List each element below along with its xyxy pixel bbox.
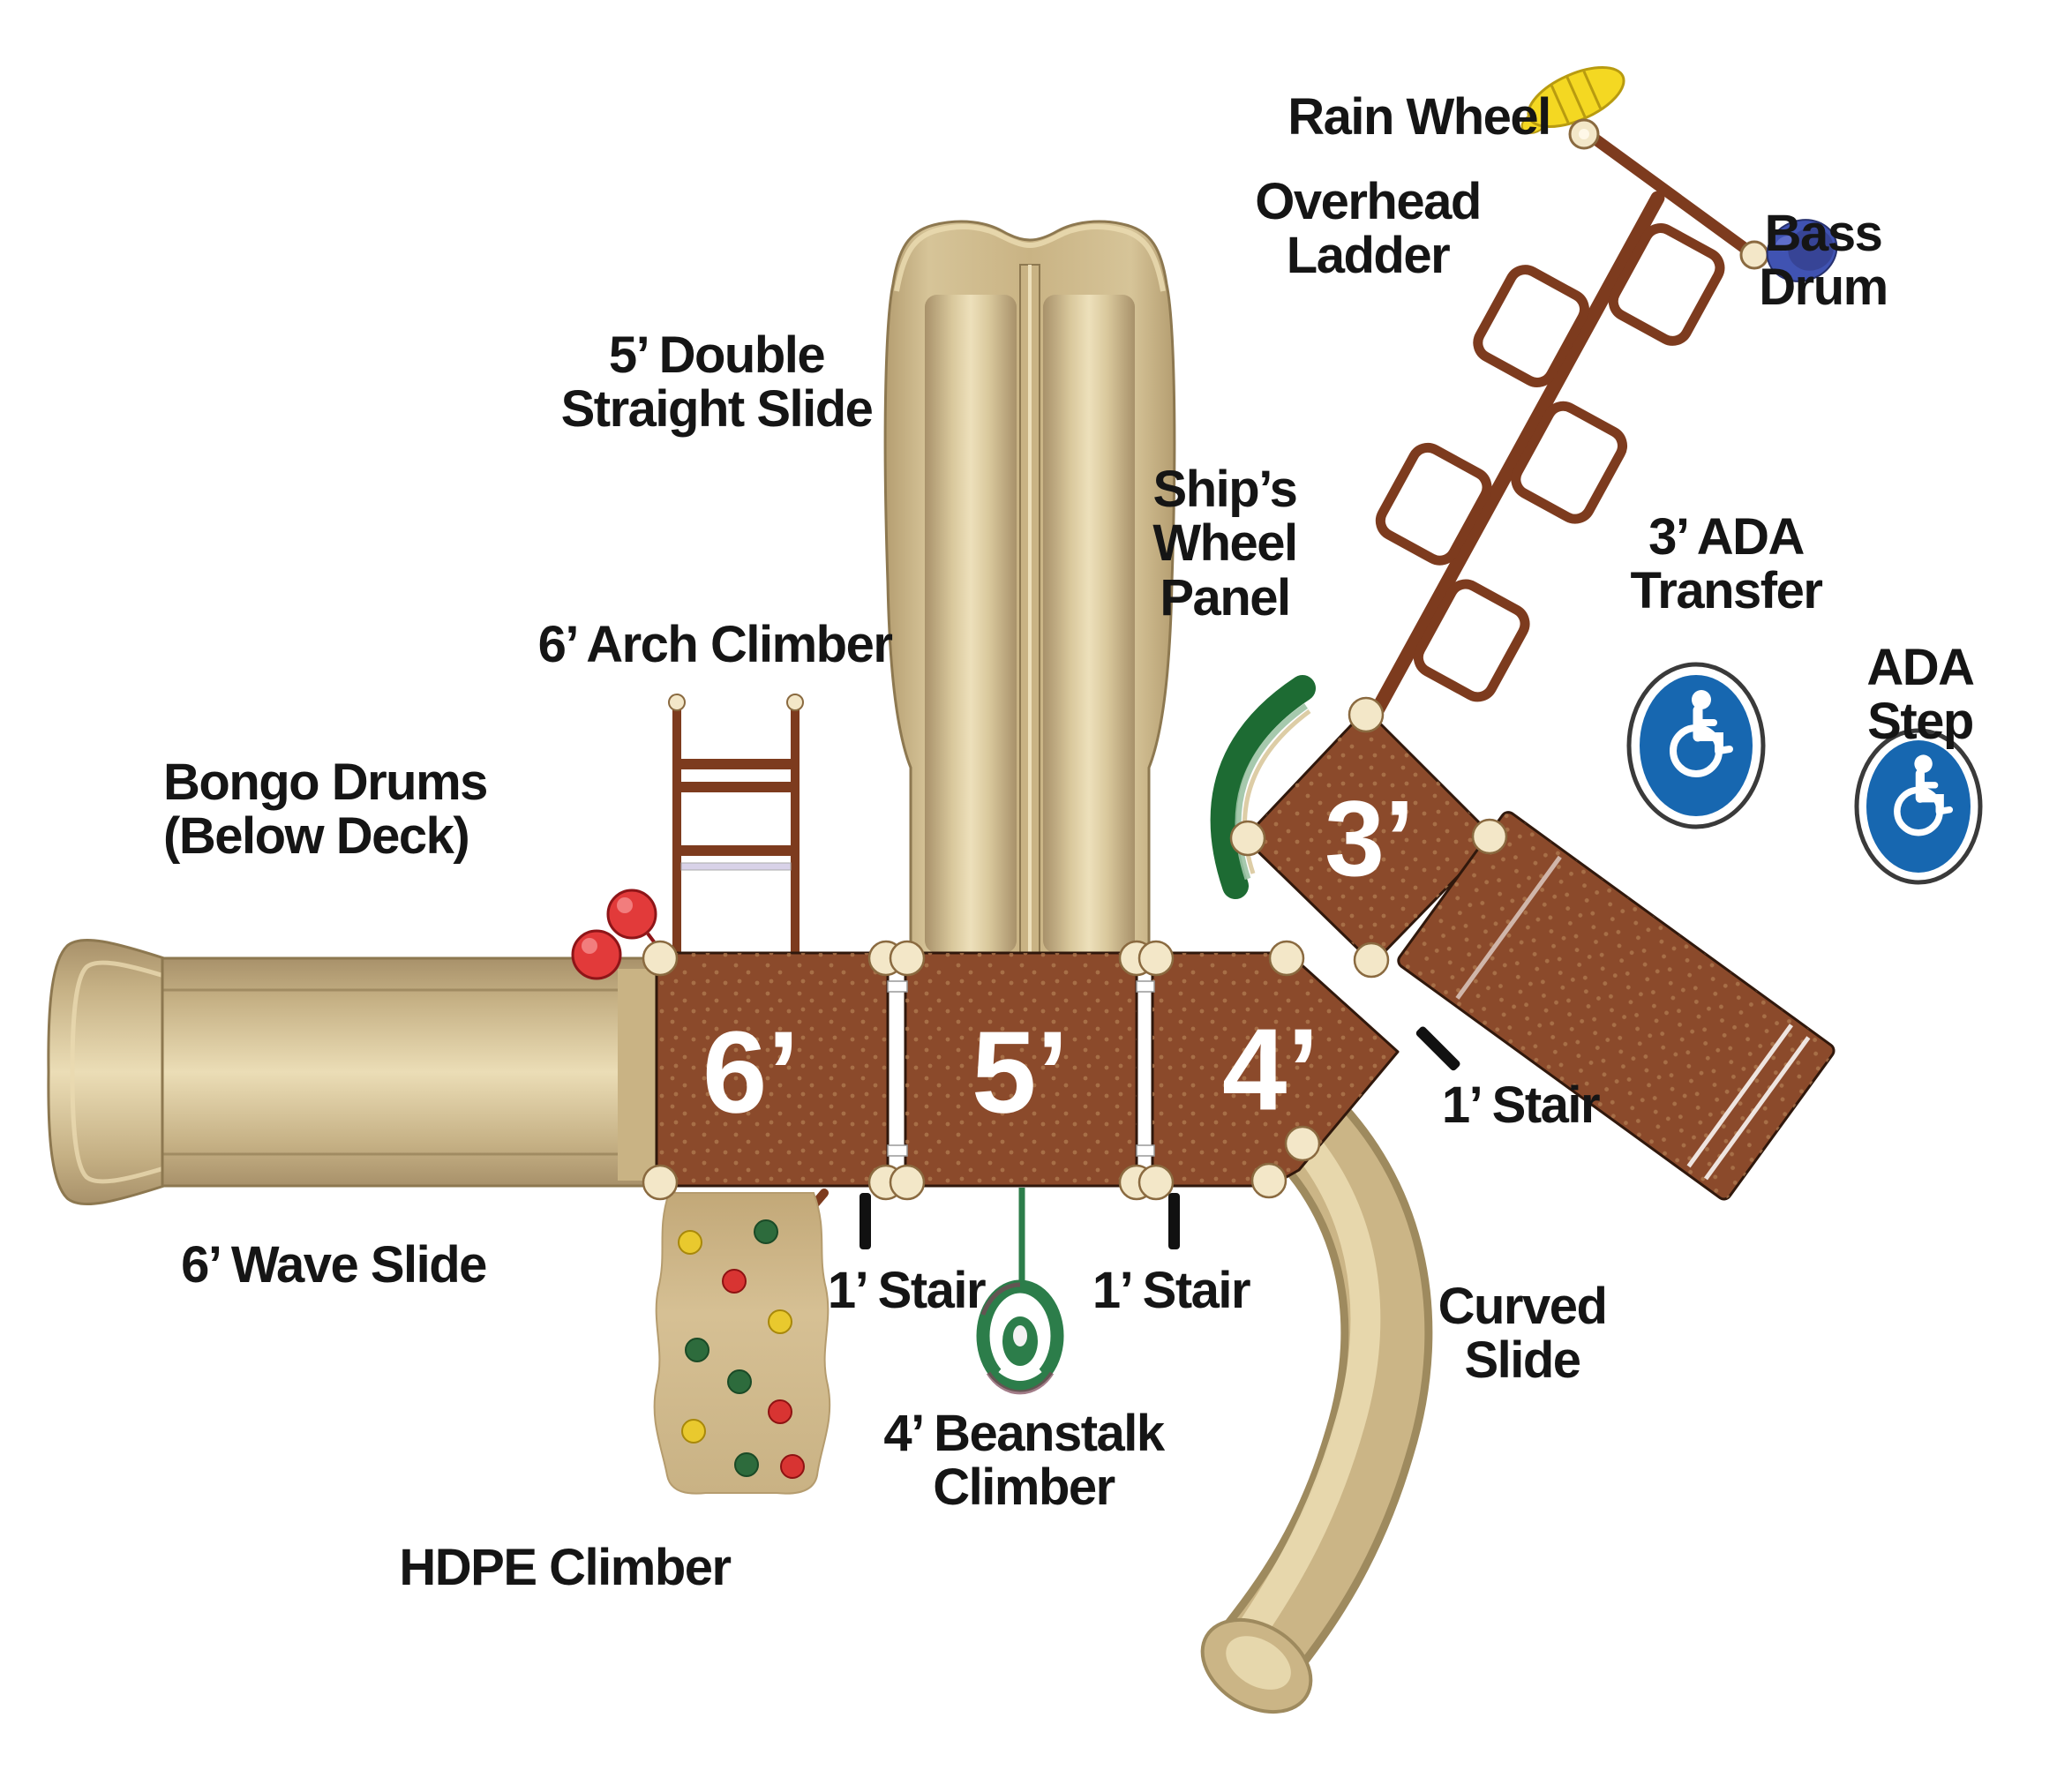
arch-climber-cap [786,694,804,711]
overhead-ladder-icon [1360,128,1758,735]
ada-transfer-platform [1394,807,1838,1204]
overhead-ladder-top-beam [1582,128,1758,259]
double-slide-top-rim [894,224,1166,292]
arch-climber-rung [681,759,791,769]
ladder-rung [1413,579,1530,702]
label-bongo-drums: Bongo Drums (Below Deck) [163,754,488,866]
label-ada-step: ADA Step [1866,639,1975,751]
wave-slide-flare-rim [70,960,165,1184]
arch-climber-light-rung [680,862,792,871]
climb-hold-red [768,1399,792,1424]
support-post [1353,941,1390,979]
label-stair-1: 1’ Stair [827,1262,987,1319]
wave-slide [47,938,664,1206]
ladder-rung [1511,401,1627,524]
support-post [1250,1162,1287,1199]
curved-slide-highlight [1240,1099,1381,1640]
support-post [889,940,926,977]
arch-climber-rung [681,782,791,792]
label-wave-slide: 6’ Wave Slide [181,1236,487,1294]
platform-step-line [1703,1036,1811,1181]
bass-drum-icon [1739,219,1838,282]
platform-step-line [1686,1024,1793,1168]
climb-hold-green [754,1219,778,1244]
deck3-step-lines [1349,967,1414,1032]
support-post [1284,1125,1321,1162]
support-post [1471,818,1508,855]
climb-hold-red [722,1269,747,1294]
wave-slide-trough [161,956,664,1188]
support-post [1268,940,1305,977]
label-beanstalk-climber: 4’ Beanstalk Climber [883,1405,1165,1517]
deck-5ft-height-label: 5’ [972,1008,1069,1137]
ada-step-badge [1854,728,1983,885]
stair-tick [1168,1193,1180,1249]
deck-6ft-height-label: 6’ [702,1008,800,1137]
support-posts [642,696,1508,1201]
label-curved-slide: Curved Slide [1438,1278,1608,1390]
label-ada-transfer: 3’ ADA Transfer [1630,508,1823,620]
label-arch-climber: 6’ Arch Climber [537,616,893,673]
climb-hold-yellow [681,1419,706,1444]
support-post [642,1164,679,1201]
double-slide-left-channel [925,295,1017,953]
double-straight-slide [883,220,1176,956]
curved-slide-exit [1200,1617,1313,1714]
stair-tick-diagonal [1415,1026,1460,1071]
ladder-rung [1608,223,1725,346]
label-stair-3: 1’ Stair [1441,1076,1601,1134]
support-post [1137,940,1175,977]
rain-wheel-icon [1520,66,1625,134]
ladder-rung [1473,265,1589,387]
climb-hold-yellow [768,1309,792,1334]
double-slide-divider-highlight [1028,265,1032,953]
arch-climber-rung [681,845,791,856]
deck-connectors [887,980,1155,1157]
ada-transfer-badge [1626,662,1766,829]
climb-hold-red [780,1454,805,1479]
label-double-straight-slide: 5’ Double Straight Slide [560,326,874,439]
platform-step-line [1455,855,1562,1000]
climb-hold-green [685,1338,709,1362]
climb-hold-yellow [678,1230,702,1255]
rain-wheel-hub [1568,118,1600,150]
support-post [889,1164,926,1201]
label-bass-drum: Bass Drum [1759,205,1888,317]
support-post [1137,1164,1175,1201]
arch-climber-rail [791,701,800,958]
arch-climber-rail [672,701,681,958]
support-post [642,940,679,977]
label-rain-wheel: Rain Wheel [1287,88,1551,146]
double-slide-right-channel [1043,295,1135,953]
arch-climber-icon [668,694,804,958]
support-post [1229,820,1266,857]
hdpe-climber-icon [653,1189,831,1495]
label-hdpe-climber: HDPE Climber [399,1539,732,1596]
stair-tick [860,1193,871,1249]
label-overhead-ladder: Overhead Ladder [1255,173,1482,285]
curved-slide [1200,1061,1433,1714]
ladder-rung [1375,442,1492,566]
label-ships-wheel-panel: Ship’s Wheel Panel [1152,461,1298,626]
deck-4ft-height-label: 4’ [1222,1005,1319,1135]
label-stair-2: 1’ Stair [1092,1262,1251,1319]
wheelchair-icon [1894,754,1954,836]
climb-hold-green [734,1452,759,1477]
wheelchair-icon [1670,690,1733,777]
deck-3ft-height-label: 3’ [1325,778,1415,898]
support-post [1348,696,1385,733]
climb-hold-green [727,1369,752,1394]
arch-climber-cap [668,694,686,711]
wave-slide-exit-flare [47,938,166,1206]
beanstalk-climber-icon [976,1188,1064,1395]
overhead-ladder-spine [1360,191,1665,735]
